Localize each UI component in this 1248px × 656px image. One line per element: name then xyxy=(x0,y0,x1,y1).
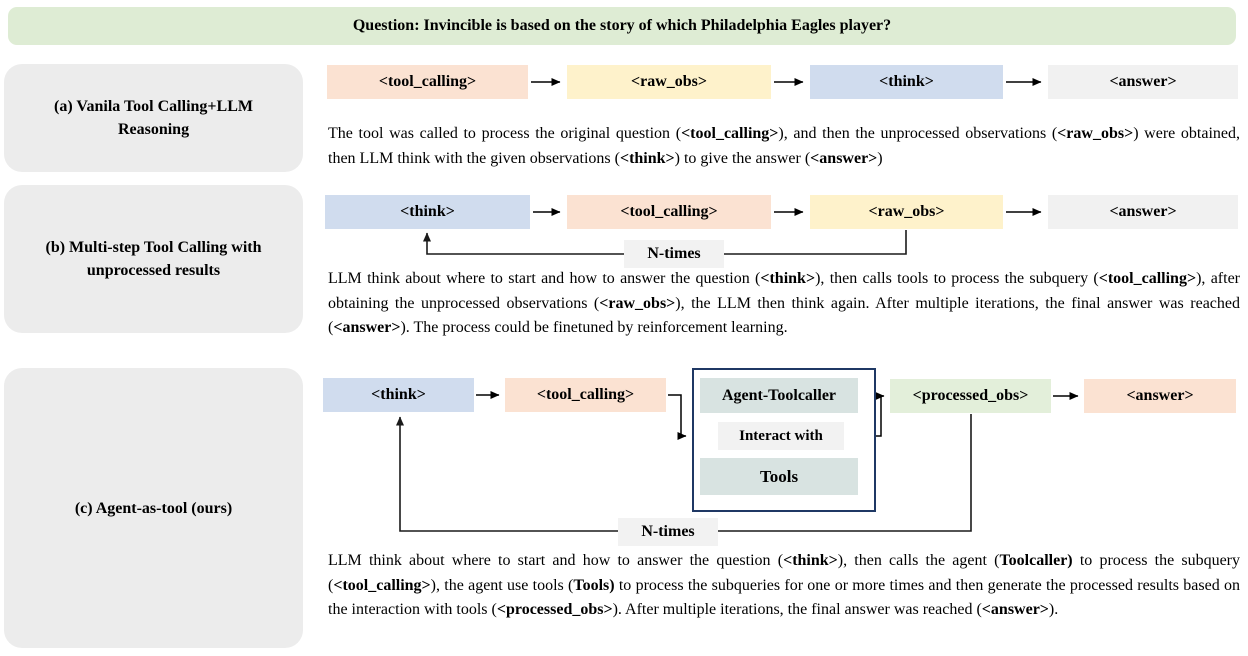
row-b-label-box: (b) Multi-step Tool Calling with unproce… xyxy=(4,185,303,333)
row-b-description: LLM think about where to start and how t… xyxy=(328,270,1240,336)
row-a-tool-calling-box: <tool_calling> xyxy=(327,65,528,99)
row-a-answer-box: <answer> xyxy=(1048,65,1238,99)
row-a-description: The tool was called to process the origi… xyxy=(328,125,1241,167)
row-b-label: (b) Multi-step Tool Calling with unproce… xyxy=(45,239,262,279)
row-c-description: LLM think about where to start and how t… xyxy=(328,552,1241,618)
row-b-ntimes-label: N-times xyxy=(624,240,724,268)
row-a-label: (a) Vanila Tool Calling+LLM Reasoning xyxy=(54,98,253,138)
agent-toolcaller-box: Agent-Toolcaller xyxy=(700,378,858,413)
row-c-tool-calling-box: <tool_calling> xyxy=(505,378,666,412)
row-c-label: (c) Agent-as-tool (ours) xyxy=(74,499,233,517)
tools-box: Tools xyxy=(700,458,858,495)
row-a-label-box: (a) Vanila Tool Calling+LLM Reasoning xyxy=(4,64,303,172)
row-c-feedback-loop xyxy=(396,414,972,532)
row-c-processed-obs-box: <processed_obs> xyxy=(890,379,1051,413)
row-c-think-box: <think> xyxy=(323,378,474,412)
row-c-arrows xyxy=(476,391,1079,440)
row-c-answer-box: <answer> xyxy=(1084,379,1236,413)
row-b-answer-box: <answer> xyxy=(1048,195,1238,229)
row-b-think-box: <think> xyxy=(325,195,530,229)
row-c-label-box: (c) Agent-as-tool (ours) xyxy=(4,368,303,648)
interact-with-label: Interact with xyxy=(718,422,844,450)
row-c-ntimes-label: N-times xyxy=(618,518,718,546)
row-a-raw-obs-box: <raw_obs> xyxy=(567,65,771,99)
question-banner: Question: Invincible is based on the sto… xyxy=(8,7,1236,45)
row-a-think-box: <think> xyxy=(810,65,1003,99)
row-b-tool-calling-box: <tool_calling> xyxy=(567,195,771,229)
row-b-raw-obs-box: <raw_obs> xyxy=(810,195,1003,229)
